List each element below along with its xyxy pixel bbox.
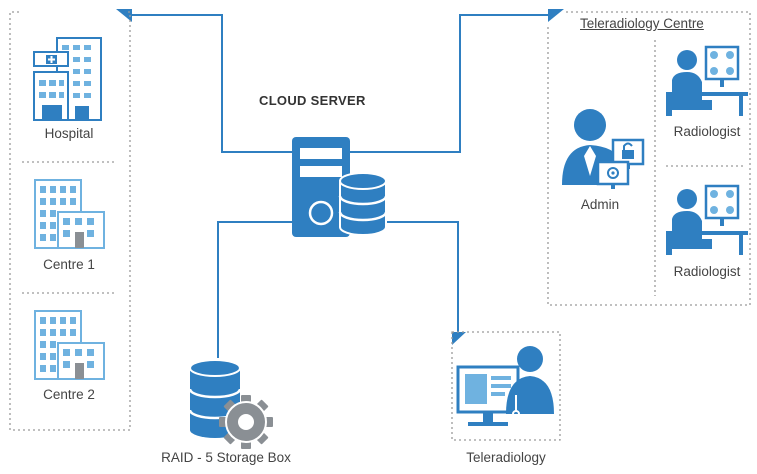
storage-box-label: RAID - 5 Storage Box	[161, 450, 291, 465]
centre2-label: Centre 2	[43, 387, 95, 402]
left-panel	[9, 11, 131, 431]
settings-monitor-icon	[596, 160, 630, 189]
teleradiology-label: Teleradiology	[466, 450, 546, 465]
admin-label: Admin	[580, 197, 620, 212]
connector-server-to-left-panel	[128, 14, 292, 153]
radiologist-top-label: Radiologist	[673, 124, 741, 139]
teleradiology-centre-title: Teleradiology Centre	[580, 16, 704, 31]
teleradiology-workstation-icon	[456, 346, 554, 426]
teleradiology-box	[451, 331, 561, 441]
radiologist-workstation-icon-bottom	[666, 184, 748, 255]
connector-server-to-right-panel	[350, 14, 548, 153]
arrow-right-panel-icon	[548, 9, 564, 22]
database-icon	[338, 172, 388, 236]
hospital-icon	[33, 37, 102, 121]
hospital-label: Hospital	[44, 126, 94, 141]
connector-server-to-storage	[217, 221, 292, 358]
cloud-server-label: CLOUD SERVER	[259, 93, 366, 108]
centre1-building-icon	[34, 179, 105, 249]
radiologist-bottom-label: Radiologist	[673, 264, 741, 279]
gear-icon	[219, 395, 273, 449]
right-panel	[547, 11, 751, 306]
radiologist-workstation-icon-top	[666, 45, 748, 116]
centre1-label: Centre 1	[43, 257, 95, 272]
arrow-teleradiology-icon	[452, 332, 466, 345]
centre2-building-icon	[34, 310, 105, 380]
cloud-server-icon	[292, 137, 350, 237]
connector-server-to-teleradiology	[350, 221, 459, 338]
